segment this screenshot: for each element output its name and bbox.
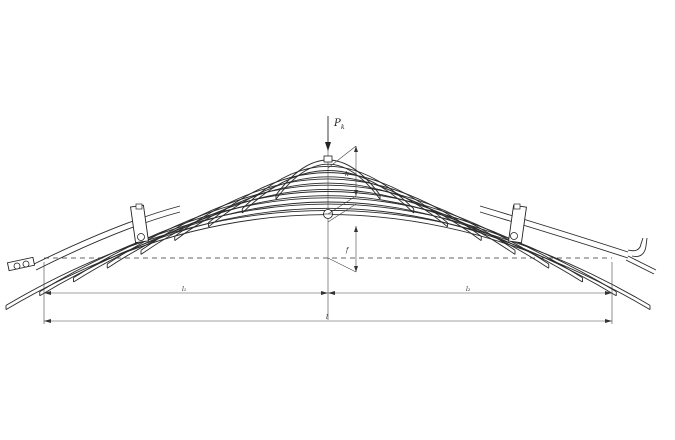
load-arrow: P k [325,116,345,151]
arc-height-label: f [345,247,350,254]
dim-right-label: l₂ [466,286,471,293]
arc-height-dimension: f [327,203,358,273]
main-leaf-extension [479,205,629,253]
clip-right-icon [508,203,527,244]
dim-total-label: l [326,314,328,321]
eye-left-icon [6,256,36,272]
dim-left-label: l₁ [182,286,186,293]
main-leaf-extension [33,205,181,265]
hook-right-icon [625,237,657,275]
clip-left-icon [130,203,149,244]
span-dimension-halves: l₁ l₂ [44,286,612,295]
main-leaf-extension [479,211,629,259]
load-subscript: k [341,124,345,131]
main-leaf-extension [35,211,181,271]
span-dimension-total: l [44,314,612,323]
load-label: P [333,118,341,129]
stack-height-dimension: h [327,145,358,215]
stack-height-label: h [345,171,349,178]
